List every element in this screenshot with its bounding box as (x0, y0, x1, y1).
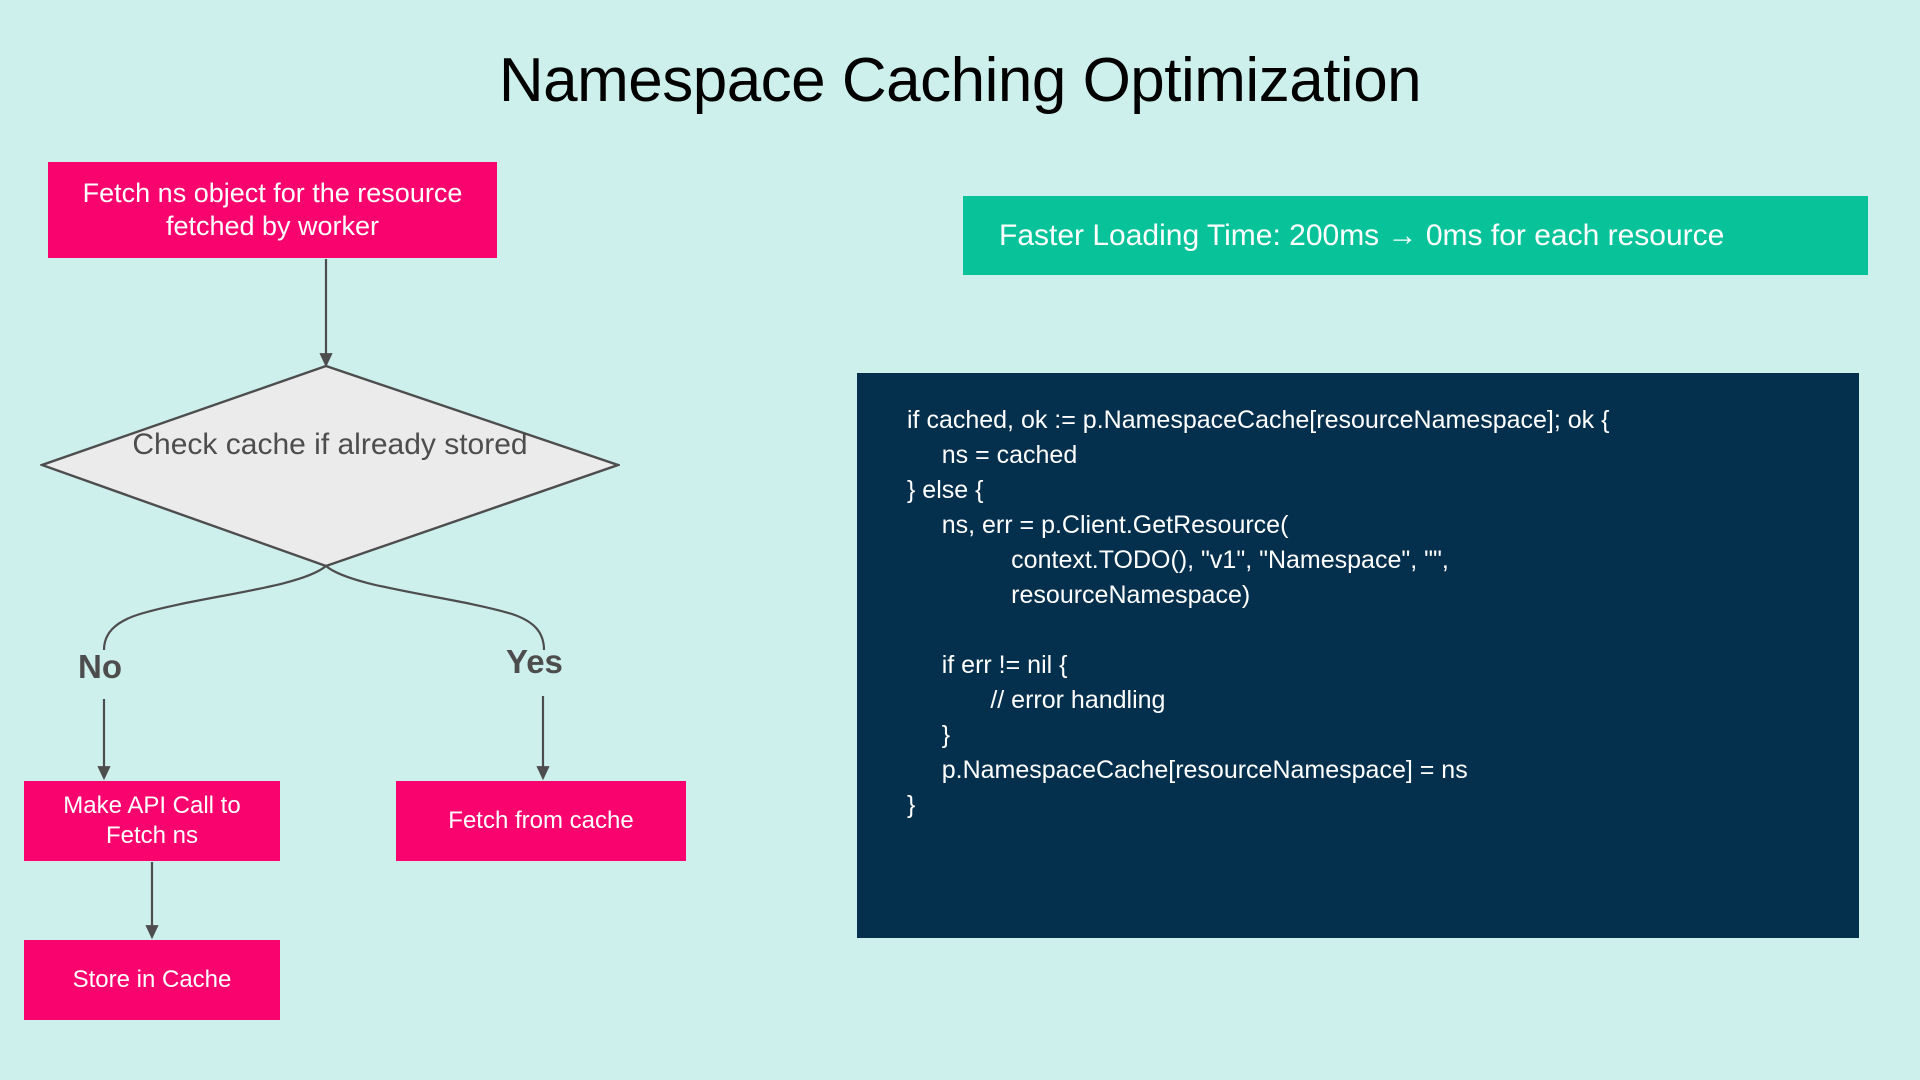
flow-node-make-api-call[interactable]: Make API Call to Fetch ns (24, 781, 280, 861)
branch-label-yes: Yes (506, 643, 563, 680)
branch-label-no: No (78, 648, 122, 685)
code-panel: if cached, ok := p.NamespaceCache[resour… (857, 373, 1859, 938)
flow-node-decision[interactable] (38, 364, 622, 574)
diamond-shape (38, 364, 622, 568)
flow-node-store-in-cache[interactable]: Store in Cache (24, 940, 280, 1020)
code-block: if cached, ok := p.NamespaceCache[resour… (907, 406, 1610, 819)
result-banner: Faster Loading Time: 200ms → 0ms for eac… (963, 196, 1868, 275)
flow-node-fetch-from-cache[interactable]: Fetch from cache (396, 781, 686, 861)
edge-decision-to-yes-branch (325, 565, 546, 651)
flow-node-fetch-ns[interactable]: Fetch ns object for the resource fetched… (48, 162, 497, 258)
page-title: Namespace Caching Optimization (498, 46, 1422, 115)
edge-decision-to-no-branch (102, 565, 327, 651)
